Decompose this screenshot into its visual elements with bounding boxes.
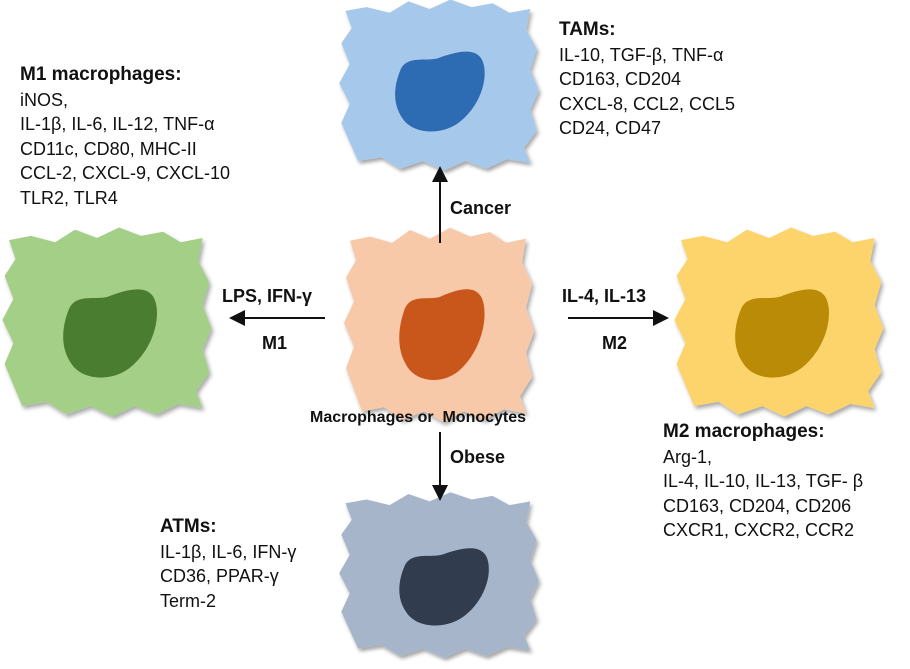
m2-line: CD163, CD204, CD206 xyxy=(663,495,852,516)
cell-atm xyxy=(339,492,539,658)
m2-line: CXCR1, CXCR2, CCR2 xyxy=(663,520,855,540)
arrow-up-label: Cancer xyxy=(450,198,512,218)
m2-markers: M2 macrophages: Arg-1, IL-4, IL-10, IL-1… xyxy=(663,420,863,543)
cell-tam xyxy=(339,0,539,171)
arrow-down-label: Obese xyxy=(450,447,506,467)
cell-m1 xyxy=(2,227,212,417)
m1-title: M1 macrophages: xyxy=(20,64,182,85)
arrow-left-label-bottom: M1 xyxy=(262,333,288,353)
tams-line: CXCL-8, CCL2, CCL5 xyxy=(559,93,736,114)
m2-line: IL-4, IL-10, IL-13, TGF- β xyxy=(663,471,864,491)
tams-line: CD24, CD47 xyxy=(559,118,662,138)
tams-line: CD163, CD204 xyxy=(559,69,682,89)
cell-m2 xyxy=(674,227,884,417)
atms-markers: ATMs: IL-1β, IL-6, IFN-γ CD36, PPAR-γ Te… xyxy=(160,515,296,613)
arrow-right-label-top: IL-4, IL-13 xyxy=(562,286,647,306)
atms-line: Term-2 xyxy=(160,590,217,611)
tams-title: TAMs: xyxy=(559,19,616,40)
atms-title: ATMs: xyxy=(160,516,217,537)
arrow-left-label-top: LPS, IFN-γ xyxy=(222,286,313,306)
m2-title: M2 macrophages: xyxy=(663,421,825,442)
atms-line: IL-1β, IL-6, IFN-γ xyxy=(160,541,297,562)
m1-line: IL-1β, IL-6, IL-12, TNF-α xyxy=(20,114,215,134)
cell-center xyxy=(344,227,534,423)
m1-markers: M1 macrophages: iNOS, IL-1β, IL-6, IL-12… xyxy=(20,63,230,210)
center-cell-label: Macrophages or Monocytes xyxy=(310,409,527,426)
m1-line: TLR2, TLR4 xyxy=(20,187,118,208)
tams-line: IL-10, TGF-β, TNF-α xyxy=(559,44,724,65)
m1-line: CCL-2, CXCL-9, CXCL-10 xyxy=(20,163,231,183)
m1-line: iNOS, xyxy=(20,89,69,110)
m1-line: CD11c, CD80, MHC-II xyxy=(20,138,197,159)
m2-line: Arg-1, xyxy=(663,446,713,467)
tams-markers: TAMs: IL-10, TGF-β, TNF-α CD163, CD204 C… xyxy=(559,18,735,141)
arrow-right-label-bottom: M2 xyxy=(602,333,628,353)
atms-line: CD36, PPAR-γ xyxy=(160,566,279,586)
